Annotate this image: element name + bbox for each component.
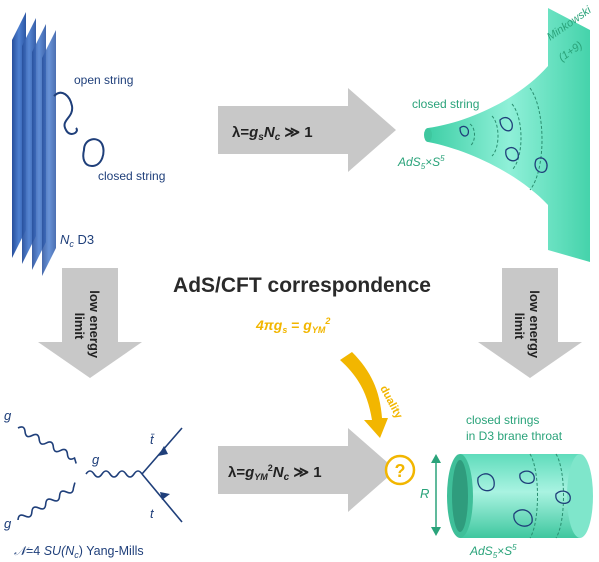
throat-mouth <box>424 128 432 142</box>
left-arrow-label: low energy limit <box>72 290 102 362</box>
radius-arrowhead-top <box>431 454 441 463</box>
closed-string-loop <box>82 138 105 168</box>
question-mark: ? <box>395 461 406 481</box>
duality-arrow <box>340 352 388 438</box>
cylinder-string-1 <box>477 473 495 492</box>
open-string-label: open string <box>74 73 133 87</box>
brane-sheet-4 <box>42 30 56 276</box>
right-vertical-arrow <box>478 268 582 378</box>
nc-d3-label: Nc D3 <box>60 232 94 249</box>
gluon-label-bottom: g <box>4 516 12 531</box>
cylinder-string-3 <box>513 509 533 527</box>
throat-ring-1 <box>469 123 475 147</box>
cylinder-string-4 <box>555 490 571 505</box>
top-arrow-label: λ=gsNc ≫ 1 <box>232 124 313 143</box>
closed-string-label-left: closed string <box>98 169 165 183</box>
left-vertical-arrow <box>38 268 142 378</box>
gluon-line-bottom <box>17 482 76 521</box>
throat-ring-4 <box>529 87 543 191</box>
closed-string-label-right: closed string <box>412 97 479 111</box>
throat-string-2 <box>499 116 513 132</box>
open-string-curve <box>53 91 78 135</box>
ads-label-bottom: AdS5×S5 <box>469 543 517 560</box>
cylinder-front-hole <box>452 460 468 532</box>
throat-ring-3 <box>511 103 522 171</box>
throat-string-1 <box>459 125 470 137</box>
throat-cylinder <box>447 453 593 539</box>
minkowski-sheet <box>428 8 590 262</box>
ads-throat <box>424 8 590 262</box>
bottom-horizontal-arrow <box>218 428 396 512</box>
gluon-label-mid: g <box>92 452 100 467</box>
d3-branes <box>12 12 56 276</box>
cylinder-string-2 <box>519 470 535 485</box>
question-circle <box>384 454 416 486</box>
yang-mills-caption: 𝒩=4 SU(Nc) Yang-Mills <box>14 544 144 560</box>
cylinder-slice-2 <box>555 453 564 539</box>
gluon-line-top <box>17 426 77 464</box>
gluon-line-mid <box>85 470 143 478</box>
page-title: AdS/CFT correspondence <box>173 274 431 297</box>
top-horizontal-arrow <box>218 88 396 172</box>
gluon-label-top: g <box>4 408 12 423</box>
coupling-relation: 4πgs = gYM2 <box>255 316 330 335</box>
ads-label-top: AdS5×S5 <box>397 154 445 171</box>
top-label: t <box>150 506 155 521</box>
radius-label: R <box>420 486 429 501</box>
cylinder-back-rim <box>567 454 593 538</box>
cylinder-body <box>460 454 580 538</box>
cylinder-slice-1 <box>529 453 538 539</box>
throat-string-3 <box>505 146 519 162</box>
quark-arrowhead <box>160 492 170 500</box>
throat-label-line1: closed strings <box>466 413 539 427</box>
bottom-arrow-label: λ=gYM2Nc ≫ 1 <box>228 463 322 483</box>
throat-string-4 <box>534 157 548 174</box>
antitop-label: t̄ <box>150 432 155 447</box>
radius-arrowhead-bottom <box>431 527 441 536</box>
throat-ring-2 <box>491 115 499 157</box>
feynman-diagram <box>17 426 183 523</box>
throat-label-line2: in D3 brane throat <box>466 429 563 443</box>
antiquark-arrowhead <box>158 446 168 456</box>
right-arrow-label: low energy limit <box>512 290 542 362</box>
